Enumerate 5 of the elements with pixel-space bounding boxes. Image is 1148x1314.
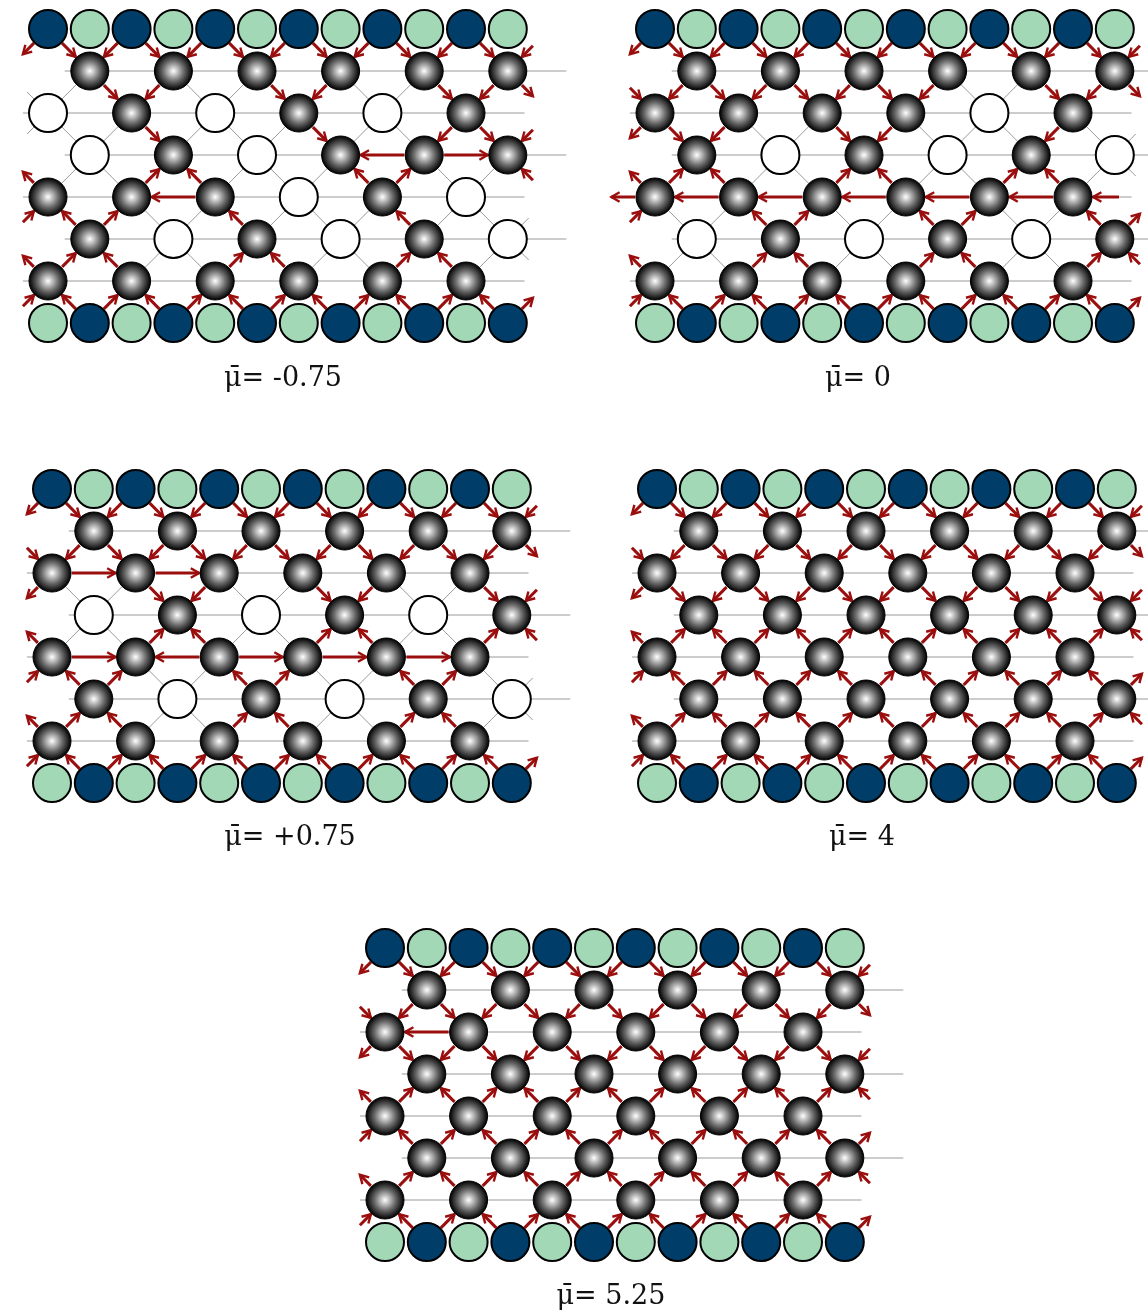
caption: μ̄= +0.75: [224, 821, 356, 851]
caption: μ̄= 0: [825, 362, 891, 392]
caption: μ̄= 4: [829, 821, 895, 851]
caption: μ̄= -0.75: [224, 362, 342, 392]
caption: μ̄= 5.25: [556, 1280, 666, 1310]
